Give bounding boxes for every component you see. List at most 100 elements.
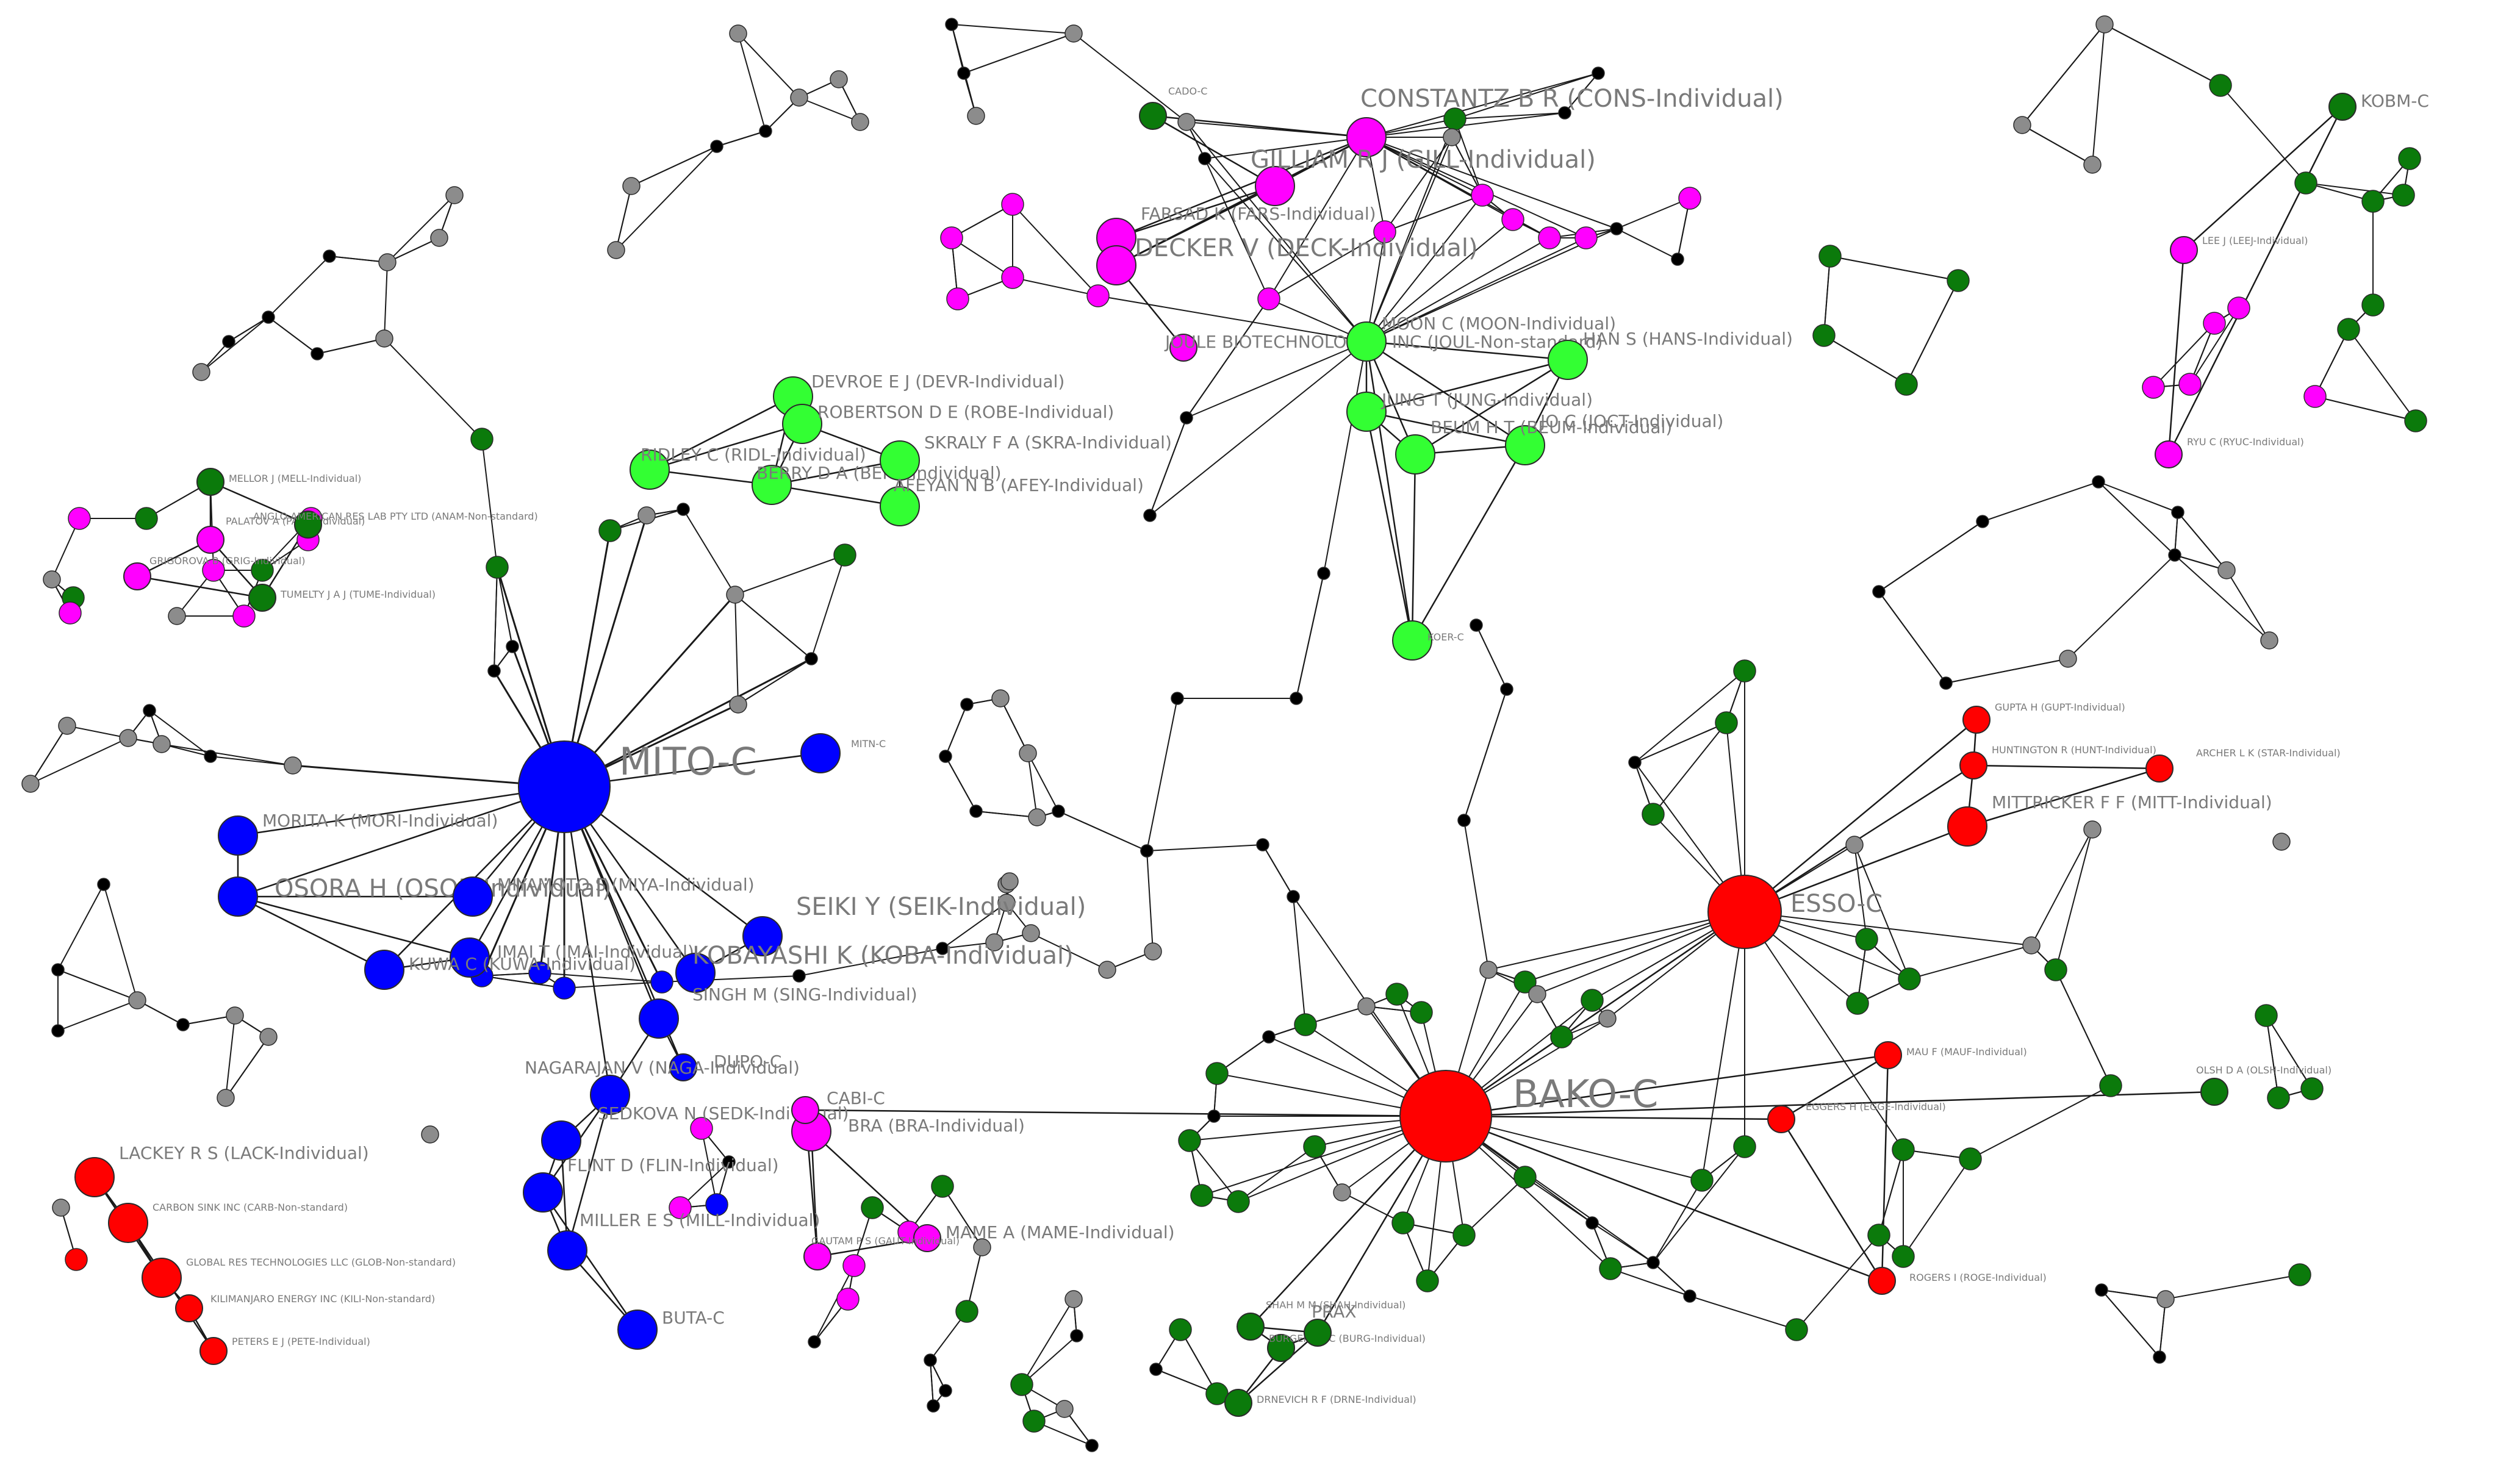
node-circle xyxy=(450,937,490,978)
node-esso: ESSO-C xyxy=(1707,875,1883,949)
edge xyxy=(649,423,803,471)
edge xyxy=(2022,24,2105,126)
graph-node xyxy=(1052,804,1065,818)
graph-node xyxy=(726,586,744,604)
edge xyxy=(1366,340,1526,446)
node-label: GILLIAM R J (GILL-Individual) xyxy=(1251,146,1596,174)
edge xyxy=(1878,1149,1904,1236)
node-drnevich: DRNEVICH R F (DRNE-Individual) xyxy=(1224,1389,1416,1417)
node-label: KOBAYASHI K (KOBA-Individual) xyxy=(692,942,1074,970)
edge xyxy=(57,884,104,970)
edge xyxy=(942,1186,983,1248)
graph-node xyxy=(1180,411,1193,425)
graph-node xyxy=(2255,1004,2278,1027)
edge xyxy=(1366,237,1587,342)
graph-node xyxy=(375,329,393,348)
edge xyxy=(2167,106,2344,455)
graph-node xyxy=(1892,1138,1915,1161)
graph-node xyxy=(1256,838,1269,851)
edge xyxy=(1097,295,1367,342)
node-label: SEIKI Y (SEIK-Individual) xyxy=(796,893,1086,921)
node-afeyan: AFEYAN N B (AFEY-Individual) xyxy=(880,475,1144,526)
graph-node xyxy=(217,1089,235,1107)
graph-node xyxy=(259,1028,278,1046)
graph-node xyxy=(1373,220,1396,243)
edge xyxy=(1488,911,1745,970)
edge xyxy=(1366,137,1452,342)
edge xyxy=(210,756,293,766)
node-circle xyxy=(742,916,783,956)
edge xyxy=(1445,1091,2215,1117)
node-cado: CADO-C xyxy=(1139,85,1207,130)
node-huntington: HUNTINGTON R (HUNT-Individual) xyxy=(1959,744,2156,779)
node-circle xyxy=(1868,1267,1896,1295)
edge xyxy=(2165,1274,2300,1300)
edge xyxy=(1970,1085,2111,1159)
graph-node xyxy=(2083,156,2102,174)
edge xyxy=(210,481,309,526)
node-shah: SHAH M M (SHAH-Individual) xyxy=(1237,1299,1405,1341)
node-rogers: ROGERS I (ROGE-Individual) xyxy=(1868,1267,2047,1295)
edge xyxy=(201,317,269,373)
node-hans: HAN S (HANS-Individual) xyxy=(1548,329,1793,380)
node-label: SINGH M (SING-Individual) xyxy=(692,984,917,1005)
edge xyxy=(1238,1332,1318,1403)
edge xyxy=(1384,137,1452,232)
edge xyxy=(1616,228,1678,260)
node-buta: BUTA-C xyxy=(617,1308,725,1350)
graph-node xyxy=(967,107,985,125)
edge xyxy=(1116,136,1367,239)
node-label: MOON C (MOON-Individual) xyxy=(1382,314,1616,334)
edge xyxy=(481,439,498,568)
node-circle xyxy=(2145,754,2174,783)
edge xyxy=(387,237,440,263)
node-label: KILIMANJARO ENERGY INC (KILI-Non-standar… xyxy=(210,1293,435,1305)
graph-node xyxy=(985,933,1003,951)
node-imai: IMAI T (IMAI-Individual) xyxy=(450,937,694,978)
graph-node xyxy=(1140,844,1154,858)
node-bako: BAKO-C xyxy=(1399,1070,1658,1163)
node-label: CONSTANTZ B R (CONS-Individual) xyxy=(1360,85,1784,113)
node-label: MAME A (MAME-Individual) xyxy=(946,1222,1175,1242)
edge xyxy=(616,185,632,251)
edge xyxy=(1653,1180,1703,1263)
graph-node xyxy=(1812,324,1836,347)
edge xyxy=(161,744,293,766)
graph-node xyxy=(960,698,974,711)
node-label: SHAH M M (SHAH-Individual) xyxy=(1266,1299,1405,1311)
edge xyxy=(1186,298,1269,418)
node-cabi: CABI-C xyxy=(791,1088,885,1124)
edge xyxy=(716,131,766,147)
graph-node xyxy=(204,750,217,763)
edge xyxy=(1463,1177,1526,1236)
node-ridley: RIDLEY C (RIDL-Individual) xyxy=(630,445,866,490)
graph-node xyxy=(1550,1025,1573,1048)
edge xyxy=(1030,933,1108,970)
node-mittricker: MITTRICKER F F (MITT-Individual) xyxy=(1947,792,2272,847)
edge xyxy=(2174,554,2270,641)
edge xyxy=(1878,521,1983,592)
graph-node xyxy=(1022,1410,1046,1433)
graph-node xyxy=(59,601,82,625)
graph-node xyxy=(2168,548,2181,562)
edge xyxy=(1021,1299,1074,1385)
graph-node xyxy=(790,88,808,107)
edge xyxy=(814,1265,855,1342)
node-label: DRNEVICH R F (DRNE-Individual) xyxy=(1257,1394,1416,1405)
node-circle xyxy=(1395,434,1435,475)
graph-node xyxy=(939,750,952,763)
graph-node xyxy=(1178,1129,1201,1152)
edge xyxy=(1366,410,1526,446)
node-label: JO C (JOCT-Individual) xyxy=(1539,411,1723,431)
node-circle xyxy=(880,440,920,481)
graph-node xyxy=(1872,585,1886,598)
node-circle xyxy=(675,953,716,993)
node-circle xyxy=(1304,1319,1332,1347)
node-eggers: EGGERS H (EGGE-Individual) xyxy=(1767,1101,1946,1133)
edge xyxy=(1564,73,1599,113)
edge xyxy=(1610,1268,1690,1297)
edge xyxy=(481,975,565,989)
graph-node xyxy=(430,229,448,247)
node-circle xyxy=(1505,425,1545,465)
edge xyxy=(1780,1119,1883,1281)
